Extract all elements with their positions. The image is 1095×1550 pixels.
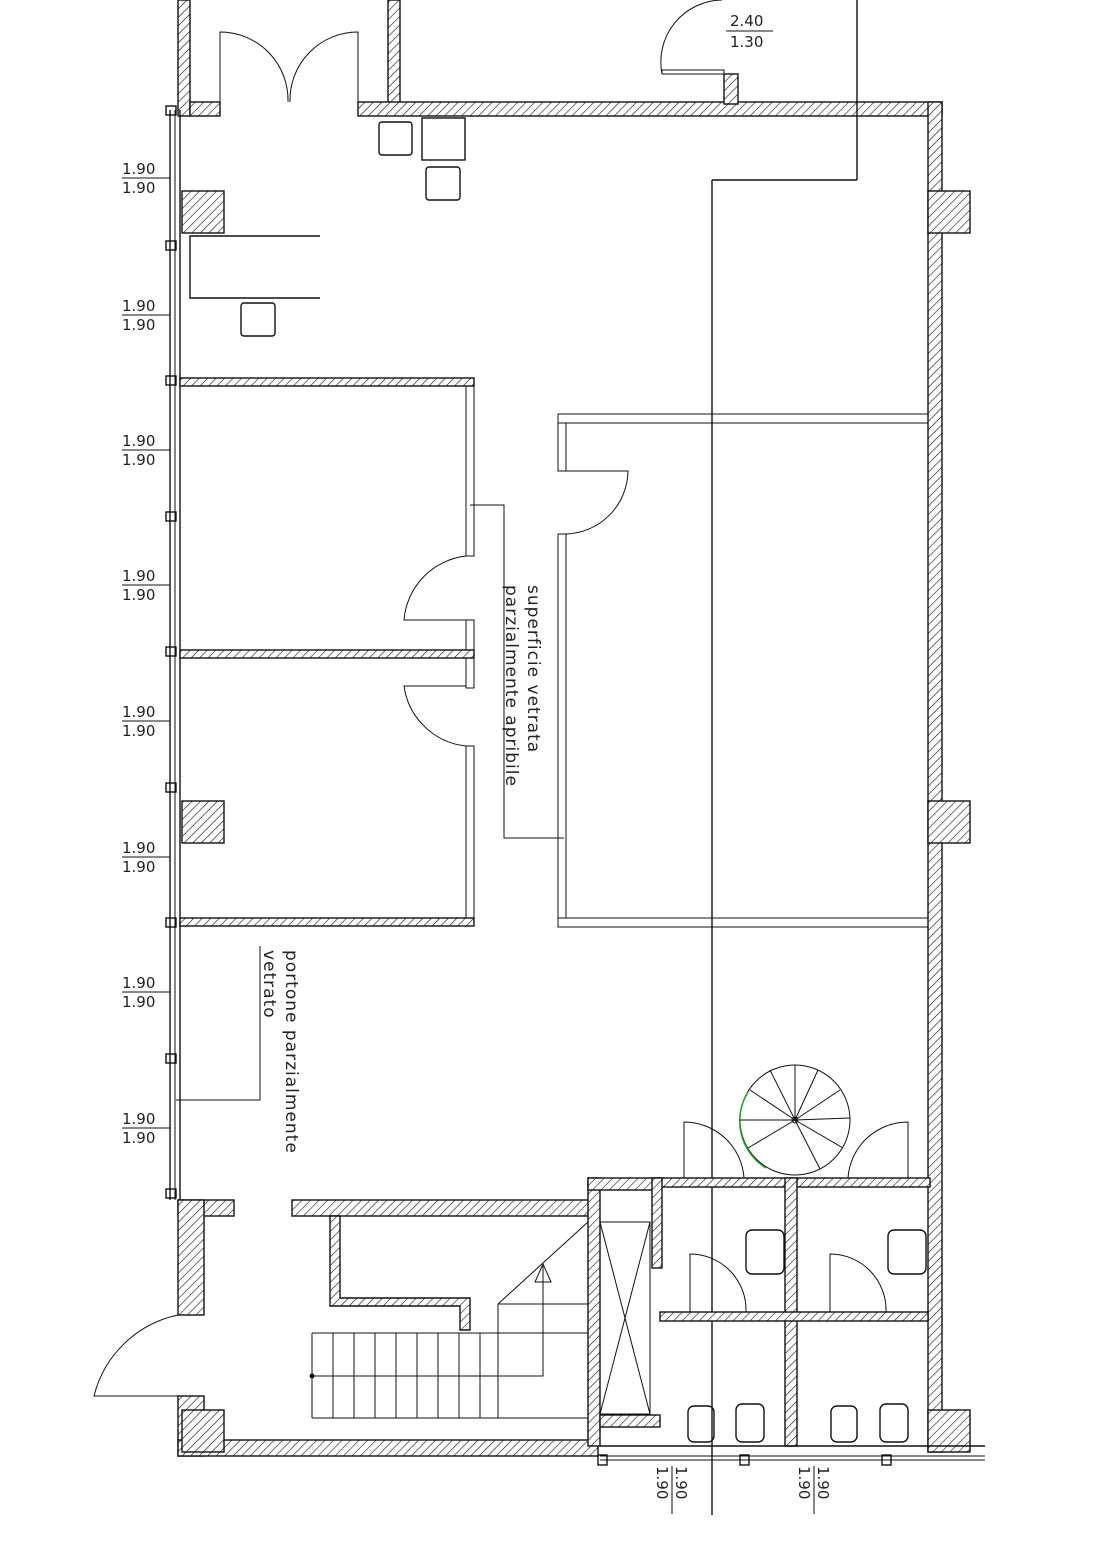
stair-and-lift xyxy=(93,1177,663,1457)
svg-text:2.40: 2.40 xyxy=(730,12,763,30)
left-offices xyxy=(179,377,475,927)
upper-walls xyxy=(177,0,943,1515)
svg-text:vetrato: vetrato xyxy=(259,950,279,1019)
left-glass-facade xyxy=(165,105,225,1200)
svg-text:1.90: 1.90 xyxy=(122,586,155,604)
svg-text:1.90: 1.90 xyxy=(122,1129,155,1147)
furniture xyxy=(189,117,466,337)
svg-text:1.90: 1.90 xyxy=(122,297,155,315)
glass-surface-note: superficie vetrata parzialmente apribile xyxy=(501,585,543,787)
svg-text:1.90: 1.90 xyxy=(122,160,155,178)
bathrooms xyxy=(597,1121,985,1466)
svg-text:1.90: 1.90 xyxy=(122,703,155,721)
svg-text:1.90: 1.90 xyxy=(814,1466,832,1499)
svg-text:superficie vetrata: superficie vetrata xyxy=(523,585,543,753)
svg-text:1.90: 1.90 xyxy=(122,567,155,585)
svg-text:1.90: 1.90 xyxy=(122,316,155,334)
bottom-window-dimensions: 1.90 1.90 1.90 1.90 xyxy=(653,1466,832,1514)
door-note: portone parzialmente vetrato xyxy=(176,946,301,1154)
left-window-dimensions: 1.90 1.90 1.90 1.90 1.90 1.90 1.90 1.90 … xyxy=(122,160,170,1147)
svg-text:1.90: 1.90 xyxy=(795,1466,813,1499)
spiral-stair xyxy=(738,1064,851,1176)
svg-text:1.90: 1.90 xyxy=(653,1466,671,1499)
entrance-double-door xyxy=(219,0,725,103)
glass-office xyxy=(470,413,929,928)
svg-text:1.90: 1.90 xyxy=(122,993,155,1011)
svg-text:1.90: 1.90 xyxy=(122,722,155,740)
svg-text:1.90: 1.90 xyxy=(122,839,155,857)
svg-text:1.90: 1.90 xyxy=(122,451,155,469)
svg-text:1.90: 1.90 xyxy=(122,179,155,197)
svg-text:1.90: 1.90 xyxy=(122,1110,155,1128)
svg-text:portone parzialmente: portone parzialmente xyxy=(281,950,301,1154)
top-dimension: 2.40 1.30 xyxy=(726,12,773,51)
svg-text:1.90: 1.90 xyxy=(122,974,155,992)
right-wall xyxy=(927,101,971,1453)
svg-text:parzialmente apribile: parzialmente apribile xyxy=(501,585,521,787)
svg-text:1.90: 1.90 xyxy=(122,858,155,876)
svg-text:1.90: 1.90 xyxy=(672,1466,690,1499)
svg-text:1.30: 1.30 xyxy=(730,33,763,51)
svg-text:1.90: 1.90 xyxy=(122,432,155,450)
